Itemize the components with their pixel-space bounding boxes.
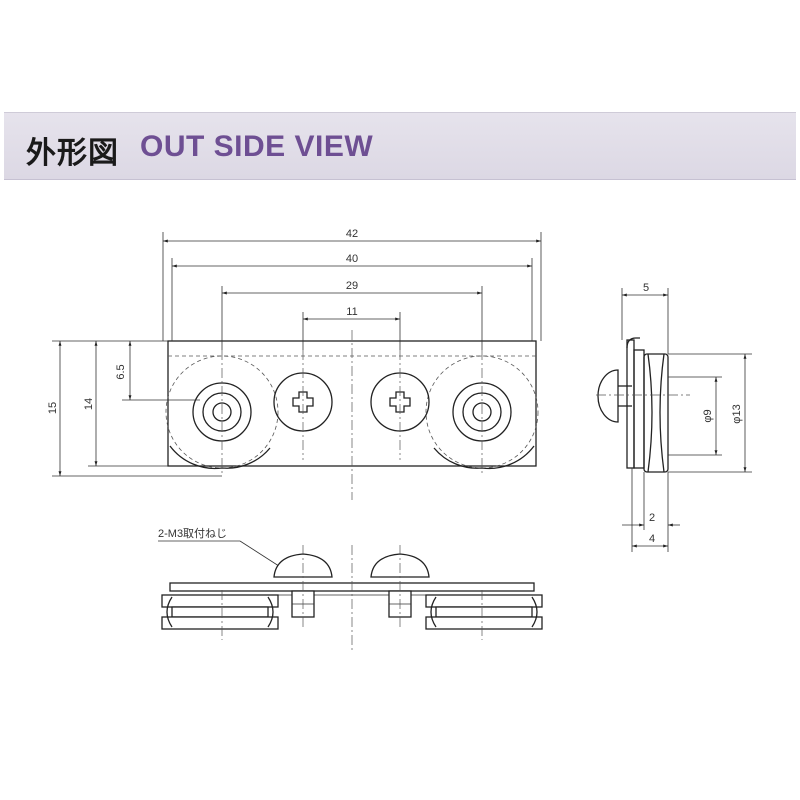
left-wheel-visible-arc — [169, 445, 271, 470]
bottom-left-wheel-top — [161, 594, 279, 608]
dim-label-42: 42 — [346, 228, 358, 240]
dim-label-29: 29 — [346, 280, 358, 292]
dim-label-40: 40 — [346, 253, 358, 265]
bottom-left-wheel-bottom — [161, 616, 279, 630]
bottom-view: 2-M3取付ねじ — [158, 527, 543, 650]
screw-callout-label: 2-M3取付ねじ — [158, 527, 227, 540]
front-view: 42 40 29 11 15 14 6.5 — [47, 228, 542, 500]
dim-label-15: 15 — [47, 402, 59, 414]
side-view: 5 φ9 φ13 2 4 — [596, 282, 752, 552]
side-screw-dome — [597, 369, 619, 423]
side-wheel — [643, 353, 669, 473]
dim-label-dia-9: φ9 — [702, 409, 714, 422]
bottom-left-wheel-groove — [171, 606, 269, 618]
title-japanese: 外形図 — [26, 136, 119, 171]
title-english: OUT SIDE VIEW — [140, 130, 374, 163]
bottom-right-wheel-bottom — [425, 616, 543, 630]
dim-label-4: 4 — [649, 533, 655, 545]
dim-label-6-5: 6.5 — [115, 364, 127, 379]
dim-label-2: 2 — [649, 512, 655, 524]
right-wheel-visible-arc — [433, 445, 535, 470]
right-hub-inner — [472, 402, 492, 422]
dim-label-11: 11 — [346, 306, 357, 318]
bottom-right-wheel-groove — [435, 606, 533, 618]
side-plate — [626, 339, 635, 469]
dim-label-14: 14 — [83, 398, 95, 410]
dim-label-5: 5 — [643, 282, 649, 294]
screw-callout-leader — [239, 540, 283, 569]
right-screw-cross-icon — [389, 391, 411, 413]
left-screw-cross-icon — [292, 391, 314, 413]
dim-label-dia-13: φ13 — [731, 404, 743, 423]
side-spacer — [633, 349, 645, 469]
header-band — [4, 112, 796, 180]
bottom-right-wheel-top — [425, 594, 543, 608]
left-hub-inner — [212, 402, 232, 422]
